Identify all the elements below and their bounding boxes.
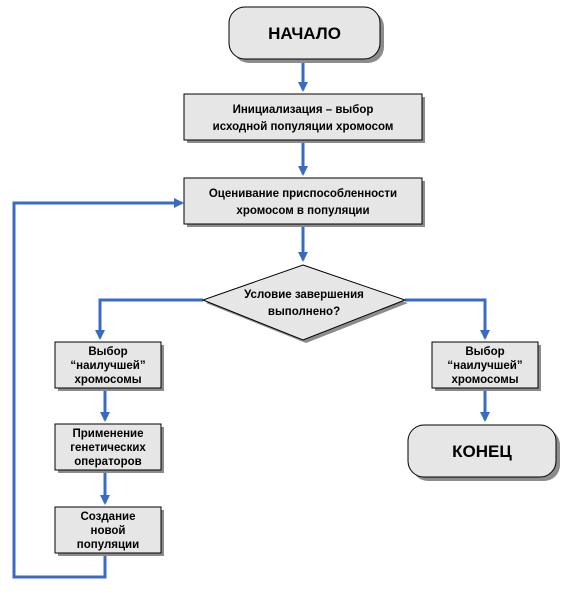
arrow-condition-to-select-left: [95, 298, 203, 340]
init-process-box: Инициализация – выбор исходной популяции…: [183, 93, 425, 143]
new-pop-label-line-3: популяции: [77, 539, 139, 551]
select-left-label-line-3: хромосомы: [74, 374, 141, 386]
new-pop-label-line-2: новой: [91, 525, 126, 537]
new-pop-label-line-1: Создание: [80, 511, 135, 523]
select-right-process-box: Выбор “наилучшей” хромосомы: [431, 341, 541, 391]
select-left-label-line-2: “наилучшей”: [70, 360, 145, 372]
end-terminal: КОНЕЦ: [407, 424, 560, 481]
start-label: НАЧАЛО: [268, 24, 341, 43]
select-right-label-line-3: хромосомы: [451, 374, 518, 386]
condition-label-line-1: Условие завершения: [244, 289, 364, 301]
evaluate-process-box: Оценивание приспособленности хромосом в …: [183, 177, 425, 227]
arrow-condition-to-select-right: [405, 298, 490, 340]
select-left-process-box: Выбор “наилучшей” хромосомы: [54, 341, 164, 391]
apply-ops-label-line-3: операторов: [74, 456, 141, 468]
apply-ops-label-line-2: генетических: [70, 442, 146, 454]
connectors: [12, 62, 490, 579]
init-label-line-2: исходной популяции хромосом: [213, 121, 394, 133]
select-right-label-line-1: Выбор: [465, 346, 504, 358]
evaluate-label-line-2: хромосом в популяции: [236, 205, 369, 217]
arrow-loop-back-to-evaluate: [12, 198, 184, 579]
start-terminal: НАЧАЛО: [228, 6, 384, 63]
condition-label-line-2: выполнено?: [268, 306, 340, 318]
evaluate-label-line-1: Оценивание приспособленности: [209, 188, 397, 200]
end-label: КОНЕЦ: [452, 442, 512, 461]
new-pop-process-box: Создание новой популяции: [54, 506, 164, 556]
init-label-line-1: Инициализация – выбор: [233, 104, 374, 116]
select-right-label-line-2: “наилучшей”: [447, 360, 522, 372]
apply-ops-process-box: Применение генетических операторов: [54, 423, 164, 473]
select-left-label-line-1: Выбор: [88, 346, 127, 358]
apply-ops-label-line-1: Применение: [72, 428, 143, 440]
condition-decision: Условие завершения выполнено?: [201, 264, 408, 343]
